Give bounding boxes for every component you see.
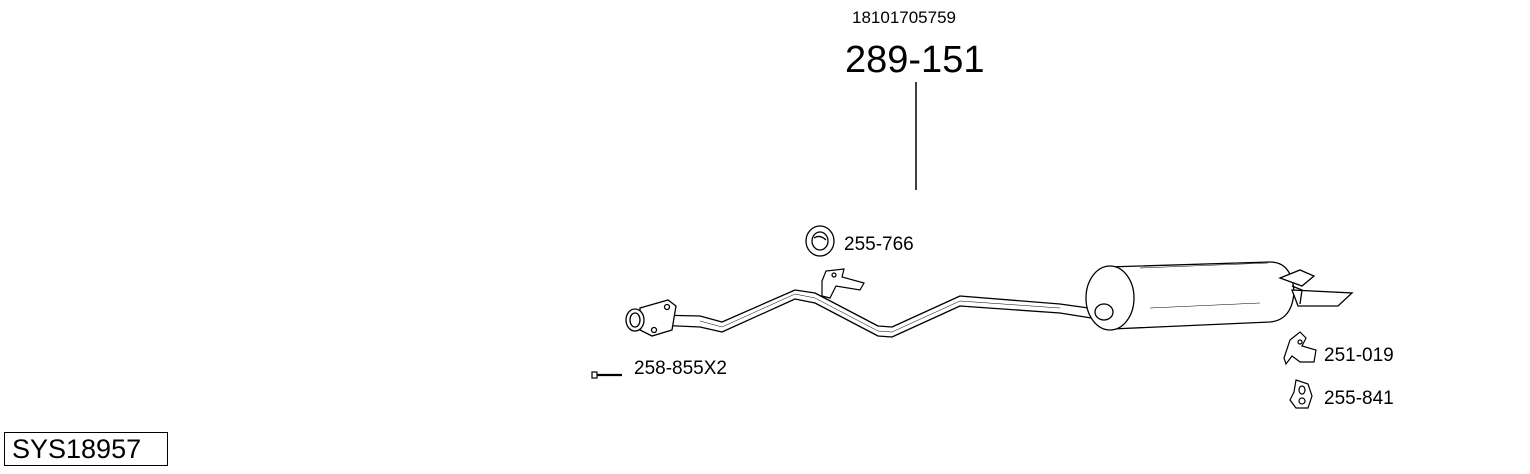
- system-code: SYS18957: [12, 434, 142, 464]
- system-code-box: SYS18957: [4, 432, 168, 466]
- part-label-251-019[interactable]: 251-019: [1324, 345, 1394, 366]
- rubber-ring-icon: [805, 225, 835, 257]
- main-part-number[interactable]: 289-151: [845, 39, 985, 81]
- rubber-hanger-icon: [1289, 379, 1313, 409]
- rear-muffler: [1085, 261, 1295, 331]
- pipe-hanger-bracket: [821, 268, 865, 299]
- mounting-bracket-icon: [1283, 331, 1317, 366]
- tail-pipe: [1278, 269, 1354, 307]
- oem-number: 18101705759: [852, 8, 957, 27]
- exhaust-pipe: [654, 289, 1111, 338]
- part-label-255-841[interactable]: 255-841: [1324, 388, 1394, 409]
- bolt-icon: [591, 371, 622, 379]
- part-label-255-766[interactable]: 255-766: [844, 234, 914, 255]
- front-flange: [625, 299, 677, 337]
- part-label-258-855x2[interactable]: 258-855X2: [634, 358, 727, 379]
